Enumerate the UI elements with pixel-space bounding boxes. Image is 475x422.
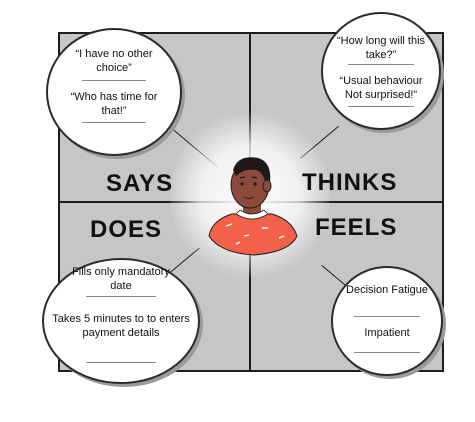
thinks-quote-1: “How long will this take?”	[336, 35, 426, 61]
says-divider-1	[82, 80, 146, 81]
quadrant-says-label: SAYS	[106, 170, 174, 197]
quadrant-feels-label: FEELS	[315, 214, 398, 241]
quadrant-thinks-label: THINKS	[302, 169, 398, 196]
does-item-2: Takes 5 minutes to to enters payment det…	[52, 313, 190, 339]
says-quote-1: “I have no other choice”	[75, 48, 153, 74]
says-bubble	[46, 28, 182, 156]
says-divider-2	[82, 122, 146, 123]
quadrant-does-label: DOES	[90, 216, 163, 243]
feels-item-1: Decision Fatigue	[346, 284, 428, 296]
thinks-bubble	[321, 12, 441, 130]
does-divider-1	[86, 296, 156, 297]
does-item-1: Fills only mandatory date	[72, 266, 170, 292]
says-quote-2: “Who has time for that!”	[70, 91, 158, 117]
feels-divider-1	[354, 316, 420, 317]
does-divider-2	[86, 362, 156, 363]
thinks-quote-2: “Usual behaviour Not surprised!”	[339, 75, 423, 101]
feels-item-2: Impatient	[364, 327, 410, 339]
feels-bubble	[331, 266, 443, 376]
feels-divider-2	[354, 352, 420, 353]
does-bubble	[42, 258, 200, 384]
thinks-divider-2	[348, 106, 414, 107]
thinks-divider-1	[348, 64, 414, 65]
